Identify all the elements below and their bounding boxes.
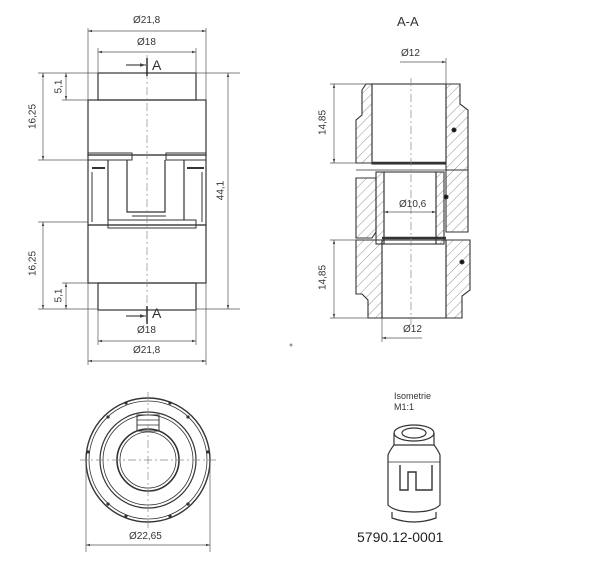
dim-upper-length: 14,85 (317, 109, 329, 136)
dim-bottom-bore: Ø12 (403, 324, 422, 335)
isometric-label: Isometrie (394, 391, 432, 401)
section-marker-top: A (152, 57, 162, 73)
section-title: A-A (397, 14, 419, 29)
dim-insert-bore: Ø10,6 (399, 199, 427, 210)
dim-upper-height: 16,25 (27, 103, 39, 130)
dim-end-outer-diameter: Ø22,65 (129, 531, 162, 542)
dim-outer-diameter-bottom: Ø21,8 (133, 345, 161, 356)
front-view-dimensions (38, 28, 240, 365)
dim-outer-diameter-top: Ø21,8 (133, 15, 161, 26)
dim-inner-diameter-top: Ø18 (137, 37, 156, 48)
dim-top-bore: Ø12 (401, 48, 420, 59)
end-view-dimension (85, 460, 211, 552)
end-view-centerlines (80, 392, 216, 528)
dim-inner-diameter-bottom: Ø18 (137, 325, 156, 336)
dim-lower-shoulder: 5,1 (53, 288, 65, 303)
dim-lower-length: 14,85 (317, 264, 329, 291)
isometric-view (387, 424, 441, 523)
part-number: 5790.12-0001 (357, 529, 444, 545)
dim-lower-height: 16,25 (27, 250, 39, 277)
dim-total-height: 44,1 (215, 180, 227, 201)
section-marker-bottom: A (152, 305, 162, 321)
section-view (355, 83, 471, 319)
stray-mark (289, 343, 293, 347)
dim-upper-shoulder: 5,1 (53, 79, 65, 94)
section-dimensions (330, 58, 447, 342)
isometric-scale: M1:1 (394, 402, 415, 412)
